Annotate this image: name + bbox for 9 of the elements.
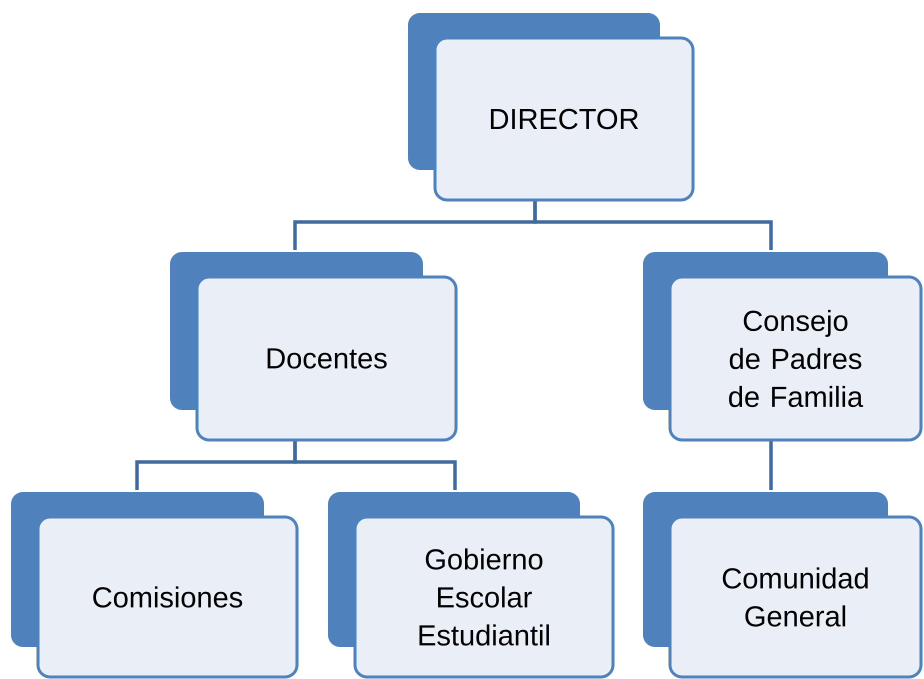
connector-line — [769, 442, 773, 490]
org-box: Docentes — [170, 252, 458, 442]
org-box: Comisiones — [11, 492, 298, 678]
org-box: DIRECTOR — [408, 13, 694, 202]
org-box: Comunidad General — [643, 492, 922, 678]
connector-line — [533, 202, 773, 250]
connector-line — [293, 442, 457, 490]
org-box: Consejo de Padres de Familia — [643, 252, 922, 442]
org-box: Gobierno Escolar Estudiantil — [328, 492, 614, 678]
